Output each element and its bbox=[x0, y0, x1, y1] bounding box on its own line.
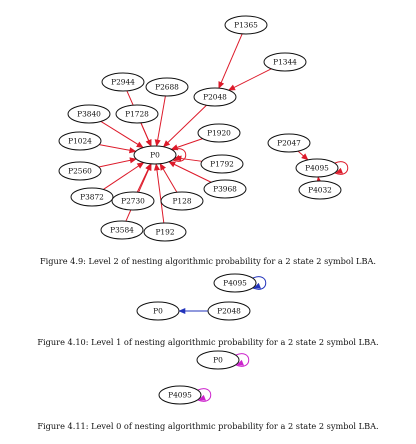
edge-p3968-to-p0 bbox=[168, 161, 212, 183]
figure-4-11-caption: Figure 4.11: Level 0 of nesting algorith… bbox=[37, 421, 379, 431]
node-label: P1344 bbox=[273, 58, 297, 67]
node-label: P3840 bbox=[77, 110, 101, 119]
edge-p2560-to-p0 bbox=[98, 157, 137, 168]
node-p2944: P2944 bbox=[101, 72, 145, 92]
edge-p2047-to-p4095 bbox=[297, 150, 309, 161]
node-p0: P0 bbox=[133, 145, 187, 165]
edge-p1920-to-p0 bbox=[170, 138, 203, 151]
node-label: P128 bbox=[172, 197, 191, 206]
edge-p1365-to-p2048 bbox=[218, 33, 243, 89]
self-loop-p4095 bbox=[252, 276, 267, 290]
edge-p128-to-p0 bbox=[159, 163, 178, 193]
node-p128: P128 bbox=[160, 191, 204, 211]
figure-4-10-caption: Figure 4.10: Level 1 of nesting algorith… bbox=[37, 337, 379, 347]
node-p4095: P4095 bbox=[213, 273, 267, 293]
edge-p3840-to-p0 bbox=[100, 120, 144, 149]
node-label: P4095 bbox=[223, 279, 247, 288]
node-p2688: P2688 bbox=[145, 77, 189, 97]
node-p0: P0 bbox=[136, 301, 180, 321]
edges-layer bbox=[98, 33, 323, 315]
node-label: P2048 bbox=[203, 93, 227, 102]
node-label: P0 bbox=[150, 151, 160, 160]
node-p3584: P3584 bbox=[100, 220, 144, 240]
node-p2730: P2730 bbox=[111, 191, 155, 211]
node-p1792: P1792 bbox=[200, 154, 244, 174]
node-label: P3584 bbox=[110, 226, 134, 235]
node-label: P0 bbox=[153, 307, 163, 316]
self-loop-p4095 bbox=[334, 161, 349, 175]
node-p2048: P2048 bbox=[193, 87, 237, 107]
node-p1024: P1024 bbox=[58, 131, 102, 151]
node-label: P3968 bbox=[213, 185, 237, 194]
figure-4-9-caption: Figure 4.9: Level 2 of nesting algorithm… bbox=[39, 256, 377, 266]
node-label: P1365 bbox=[234, 21, 258, 30]
node-p192: P192 bbox=[143, 222, 187, 242]
node-label: P1792 bbox=[210, 160, 234, 169]
self-loop-p0 bbox=[235, 353, 250, 367]
node-p3840: P3840 bbox=[67, 104, 111, 124]
node-p1365: P1365 bbox=[224, 15, 268, 35]
node-label: P4032 bbox=[308, 186, 332, 195]
edge-p1728-to-p0 bbox=[140, 122, 152, 147]
node-label: P2688 bbox=[155, 83, 179, 92]
node-p2047: P2047 bbox=[267, 133, 311, 153]
node-label: P1920 bbox=[207, 129, 231, 138]
node-p4095: P4095 bbox=[158, 385, 212, 405]
edge-p2048b-to-p0b bbox=[178, 307, 208, 315]
node-label: P1728 bbox=[125, 110, 149, 119]
node-label: P1024 bbox=[68, 137, 92, 146]
edge-p1344-to-p2048 bbox=[227, 68, 272, 91]
node-p3968: P3968 bbox=[203, 179, 247, 199]
node-label: P192 bbox=[155, 228, 174, 237]
node-label: P0 bbox=[213, 356, 223, 365]
edge-p2688-to-p0 bbox=[154, 95, 166, 147]
node-p1344: P1344 bbox=[263, 52, 307, 72]
node-p4032: P4032 bbox=[298, 180, 342, 200]
node-label: P3872 bbox=[80, 193, 104, 202]
node-p2560: P2560 bbox=[58, 161, 102, 181]
node-label: P2560 bbox=[68, 167, 92, 176]
node-label: P4095 bbox=[305, 164, 329, 173]
node-p4095: P4095 bbox=[295, 158, 349, 178]
node-p1920: P1920 bbox=[197, 123, 241, 143]
edge-p1024-to-p0 bbox=[99, 144, 137, 154]
node-p1728: P1728 bbox=[115, 104, 159, 124]
node-p0: P0 bbox=[196, 350, 250, 370]
edge-p3872-to-p0 bbox=[103, 162, 145, 190]
node-label: P2730 bbox=[121, 197, 145, 206]
self-loop-p0 bbox=[172, 148, 187, 162]
self-loop-p4095 bbox=[197, 388, 212, 402]
edge-p192-to-p0 bbox=[153, 163, 165, 224]
edge-p2048-to-p0 bbox=[162, 104, 207, 148]
node-label: P4095 bbox=[168, 391, 192, 400]
node-label: P2048 bbox=[217, 307, 241, 316]
node-p3872: P3872 bbox=[70, 187, 114, 207]
node-label: P2944 bbox=[111, 78, 135, 87]
node-label: P2047 bbox=[277, 139, 301, 148]
node-p2048: P2048 bbox=[207, 301, 251, 321]
